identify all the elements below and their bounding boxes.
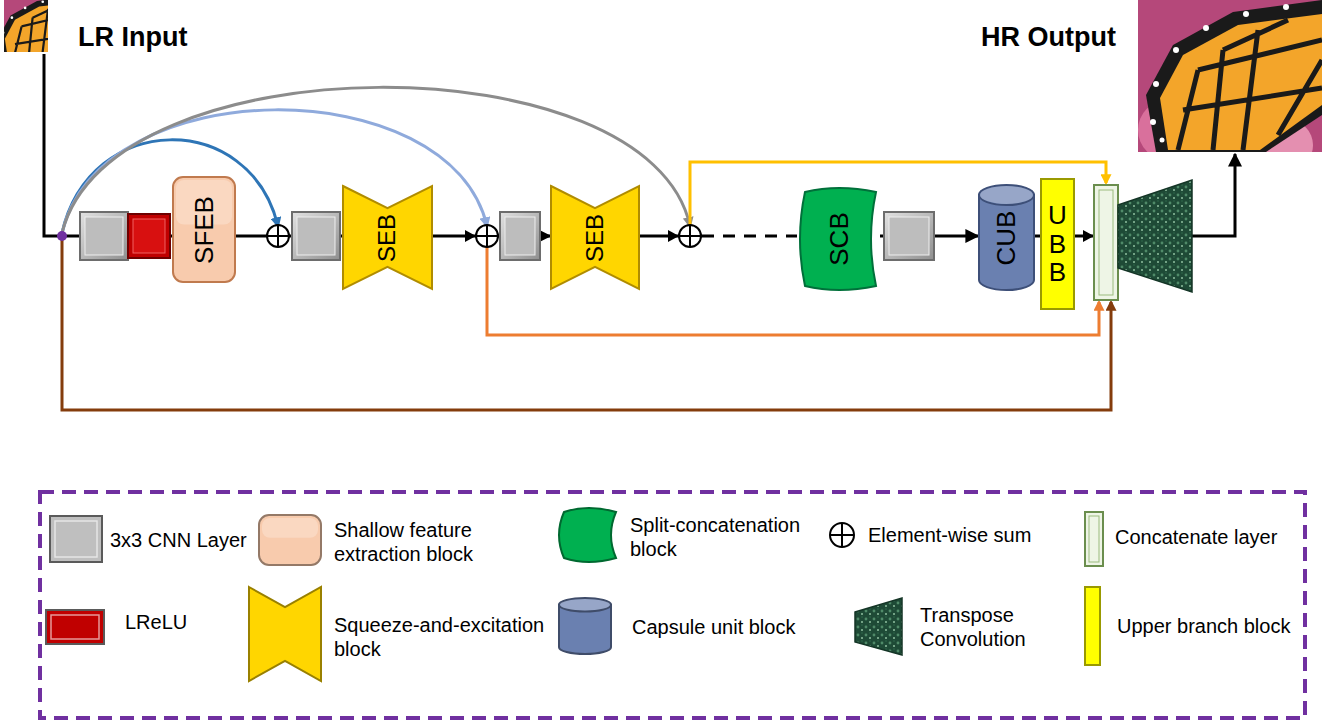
input-node: LR Input: [4, 0, 248, 54]
sum-symbol: [679, 225, 701, 247]
legend-label: Transpose Convolution: [920, 603, 1050, 651]
block-outline: [551, 186, 639, 289]
legend-border: [40, 492, 1305, 718]
seb-block: SEB: [550, 185, 640, 290]
bevel-box: [50, 516, 102, 562]
sum-symbol: [267, 225, 289, 247]
bowtie-shape: [249, 587, 321, 681]
bar-box: [1041, 179, 1074, 309]
flow-connector: [640, 236, 797, 237]
rounded-box: [173, 177, 235, 282]
bevel-inner: [55, 521, 97, 557]
ubb-block: UBB: [1040, 178, 1075, 310]
connector-line: [44, 54, 172, 236]
rounded-box: [259, 515, 321, 565]
cnn-layer: [80, 212, 128, 260]
block-outline: [173, 177, 235, 282]
legend-swatch: [559, 598, 611, 654]
legend-label: 3x3 CNN Layer: [110, 528, 247, 552]
arrow-head: [465, 230, 476, 242]
block-outline: [800, 188, 876, 290]
block-outline: [1041, 179, 1074, 309]
block-label: SEB: [376, 213, 400, 261]
block-label: SCB: [826, 212, 852, 265]
legend-swatch: [559, 508, 616, 562]
legend-label: Split-concatenation block: [630, 513, 820, 561]
legend-label: Element-wise sum: [868, 523, 1031, 547]
legend-swatch: [46, 610, 104, 644]
cnn-layer: [884, 212, 934, 260]
bowtie-shape: [551, 186, 639, 289]
cnn-layer: [500, 212, 540, 260]
image-heading: HR Output: [981, 22, 1322, 52]
block-label: CUB: [994, 210, 1020, 265]
legend-swatch: [259, 515, 321, 565]
concat-inner: [1089, 516, 1099, 562]
legend-sum-symbol: [830, 523, 854, 547]
legend-swatch: [249, 587, 321, 681]
bar-box: [1085, 587, 1100, 665]
sfeb-block: SFEB: [172, 176, 236, 283]
block-label: UBB: [1045, 201, 1071, 287]
output-node: HR Output: [975, 0, 1322, 154]
block-outline: [979, 185, 1034, 290]
arrow-head: [1083, 230, 1094, 242]
cylinder-top-light: [560, 599, 610, 610]
branch-dot: [57, 231, 67, 241]
legend-label: Capsule unit block: [632, 615, 795, 639]
concat-box: [1085, 512, 1103, 566]
scb-block: SCB: [797, 188, 880, 290]
block-outline: [343, 186, 432, 289]
capsule-block: CUB: [978, 185, 1035, 290]
lr-image: [0, 0, 76, 71]
flow-connector: [1035, 236, 1040, 237]
legend-label: LReLU: [125, 610, 187, 634]
connector-line: [1035, 235, 1040, 238]
cylinder-top: [559, 598, 611, 611]
legend-swatch: [1085, 512, 1103, 566]
sum-symbol: [476, 225, 498, 247]
bowtie-shape: [343, 186, 432, 289]
transpose-convolution: [1118, 180, 1192, 292]
legend-label: Upper branch block: [1117, 614, 1290, 638]
legend-label: Shallow feature extraction block: [334, 518, 499, 566]
connector-line: [702, 235, 797, 238]
cnn-layer: [292, 212, 340, 260]
concatenate-layer: [1094, 185, 1118, 300]
legend-transpose-symbol: [855, 598, 902, 655]
highlight: [262, 518, 318, 538]
legend-label: Squeeze-and-excitation block: [334, 613, 559, 661]
scroll-shape: [559, 508, 616, 562]
bevel-box: [46, 610, 104, 644]
scroll-shape: [800, 188, 876, 290]
image-heading: LR Input: [78, 22, 248, 52]
legend-swatch: [1085, 587, 1100, 665]
flow-connector: [44, 54, 172, 236]
lrelu-layer: [128, 214, 170, 258]
legend-label: Concatenate layer: [1115, 525, 1277, 549]
bevel-inner: [51, 615, 99, 639]
cylinder-top: [979, 185, 1034, 205]
arrow-head: [668, 230, 679, 242]
block-label: SFEB: [191, 196, 217, 264]
hr-image: [1138, 0, 1322, 170]
cylinder-top-light: [980, 186, 1033, 204]
legend-swatch: [50, 516, 102, 562]
cylinder-body: [979, 195, 1034, 290]
block-label: SEB: [583, 213, 607, 261]
seb-block: SEB: [342, 185, 433, 290]
